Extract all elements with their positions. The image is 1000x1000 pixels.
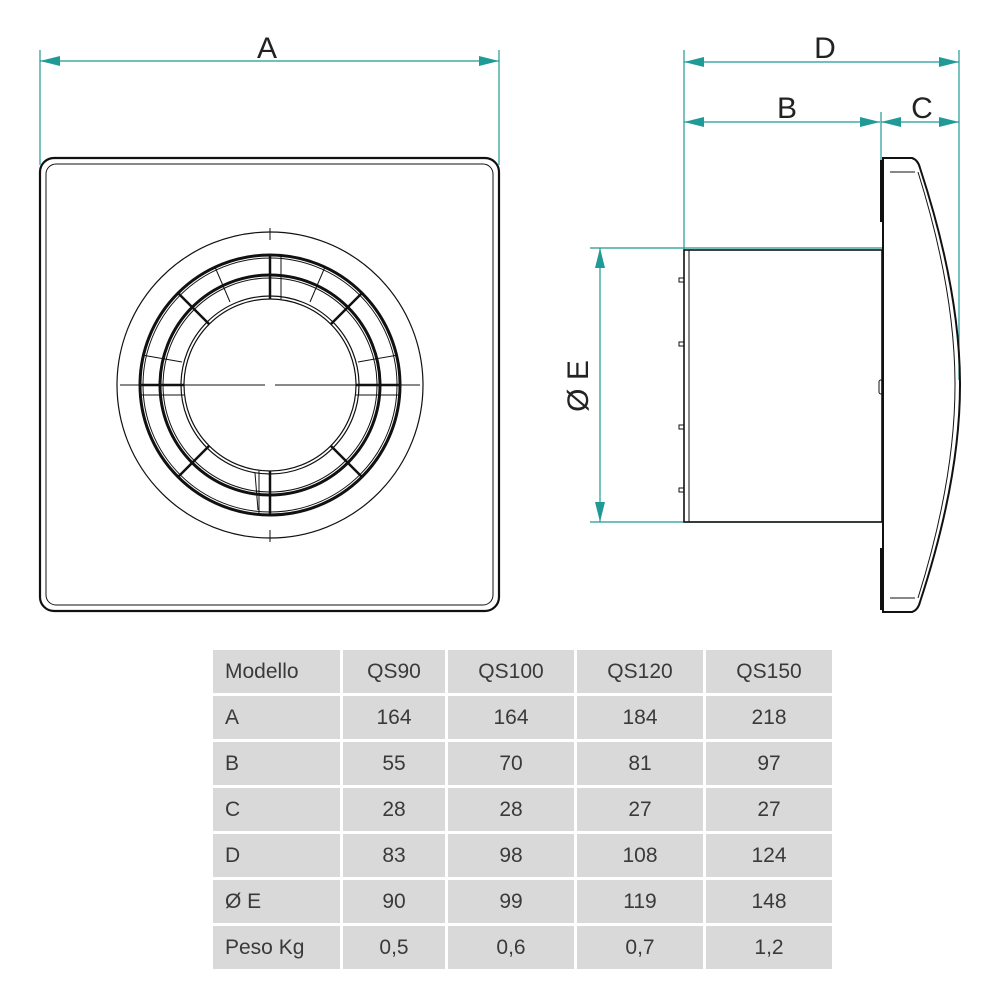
- cell-value: 81: [577, 742, 703, 785]
- table-row: D 83 98 108 124: [213, 834, 832, 877]
- cell-value: 55: [343, 742, 445, 785]
- dimension-label-a: A: [257, 32, 277, 65]
- row-label: D: [213, 834, 340, 877]
- cell-value: 124: [706, 834, 832, 877]
- front-cover-profile: [878, 157, 962, 613]
- header-label: Modello: [213, 650, 340, 693]
- side-view: D B C Ø E: [562, 32, 962, 613]
- cell-value: 90: [343, 880, 445, 923]
- header-model: QS120: [577, 650, 703, 693]
- duct: [678, 249, 883, 523]
- dimension-e: [590, 247, 882, 523]
- table-row: Peso Kg 0,5 0,6 0,7 1,2: [213, 926, 832, 969]
- fan-grille: [116, 228, 424, 542]
- table-row: A 164 164 184 218: [213, 696, 832, 739]
- dimension-label-b: B: [777, 92, 797, 125]
- row-label: C: [213, 788, 340, 831]
- table-header-row: Modello QS90 QS100 QS120 QS150: [213, 650, 832, 693]
- header-model: QS150: [706, 650, 832, 693]
- table-row: Ø E 90 99 119 148: [213, 880, 832, 923]
- dimension-label-c: C: [911, 92, 933, 125]
- cell-value: 27: [706, 788, 832, 831]
- cell-value: 83: [343, 834, 445, 877]
- cell-value: 164: [448, 696, 574, 739]
- cell-value: 28: [448, 788, 574, 831]
- cell-value: 99: [448, 880, 574, 923]
- specs-table: Modello QS90 QS100 QS120 QS150 A 164 164…: [210, 647, 835, 972]
- table-row: B 55 70 81 97: [213, 742, 832, 785]
- cell-value: 98: [448, 834, 574, 877]
- dimension-a: [39, 50, 500, 165]
- cell-value: 0,7: [577, 926, 703, 969]
- row-label: A: [213, 696, 340, 739]
- dimension-d: [683, 50, 960, 380]
- dimension-label-e: Ø E: [562, 360, 595, 412]
- header-model: QS90: [343, 650, 445, 693]
- row-label: Ø E: [213, 880, 340, 923]
- cell-value: 27: [577, 788, 703, 831]
- header-model: QS100: [448, 650, 574, 693]
- cell-value: 70: [448, 742, 574, 785]
- dimension-label-d: D: [814, 32, 836, 65]
- cell-value: 97: [706, 742, 832, 785]
- cell-value: 108: [577, 834, 703, 877]
- front-plate: [38, 156, 501, 613]
- technical-drawing: A: [38, 32, 962, 613]
- cell-value: 184: [577, 696, 703, 739]
- cell-value: 164: [343, 696, 445, 739]
- row-label: Peso Kg: [213, 926, 340, 969]
- table-row: C 28 28 27 27: [213, 788, 832, 831]
- cell-value: 218: [706, 696, 832, 739]
- cell-value: 1,2: [706, 926, 832, 969]
- cell-value: 0,6: [448, 926, 574, 969]
- cell-value: 119: [577, 880, 703, 923]
- cell-value: 148: [706, 880, 832, 923]
- row-label: B: [213, 742, 340, 785]
- front-view: A: [38, 32, 501, 613]
- cell-value: 28: [343, 788, 445, 831]
- cell-value: 0,5: [343, 926, 445, 969]
